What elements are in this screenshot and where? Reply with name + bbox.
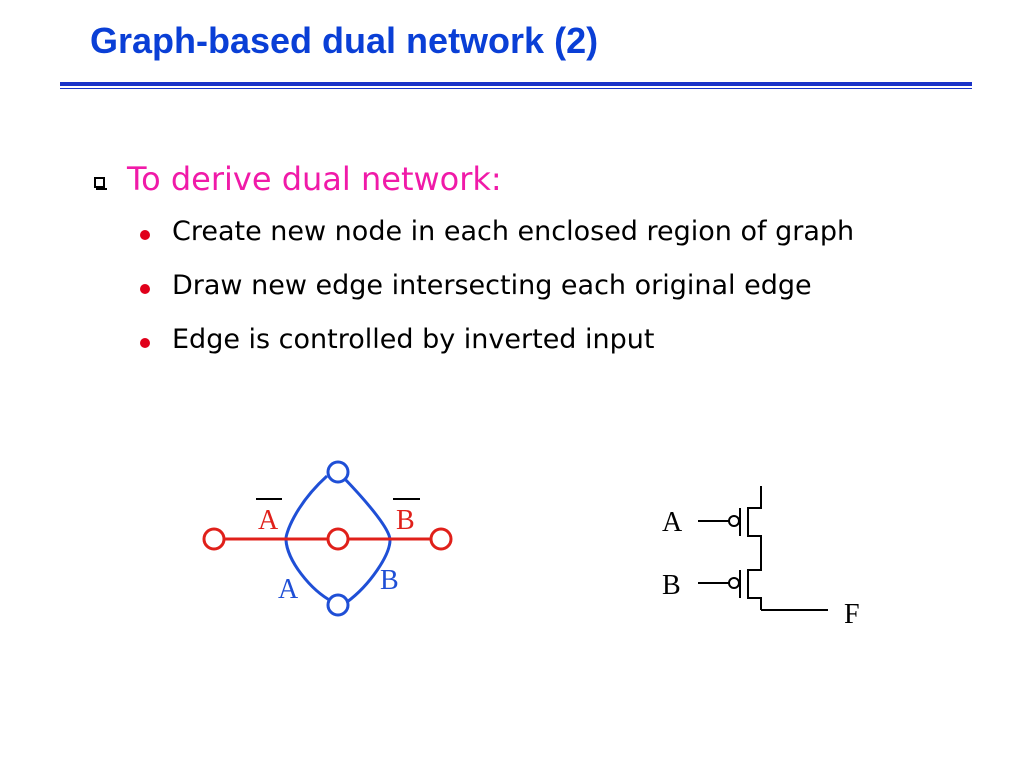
bubble-a-icon bbox=[728, 515, 740, 527]
label-b: B bbox=[380, 565, 399, 596]
sub-bullet-list: Create new node in each enclosed region … bbox=[140, 215, 920, 377]
bubble-b-icon bbox=[728, 577, 740, 589]
transistor-b-channel bbox=[747, 548, 762, 610]
bullet-dot-icon bbox=[140, 230, 150, 240]
main-bullet-text: To derive dual network: bbox=[127, 160, 502, 198]
label-a-bar: A bbox=[258, 505, 279, 536]
sub-bullet-text: Draw new edge intersecting each original… bbox=[172, 270, 812, 301]
label-b-bar: B bbox=[396, 505, 415, 536]
label-a: A bbox=[278, 574, 299, 605]
dual-node-center bbox=[326, 527, 350, 551]
sub-bullet-text: Create new node in each enclosed region … bbox=[172, 216, 855, 247]
circuit-label-a: A bbox=[662, 507, 683, 538]
graph-node-top bbox=[326, 460, 350, 484]
circuit-label-f: F bbox=[844, 599, 860, 630]
sub-bullet-text: Edge is controlled by inverted input bbox=[172, 324, 655, 355]
bullet-dot-icon bbox=[140, 338, 150, 348]
transistor-a-channel bbox=[747, 486, 762, 548]
dual-node-left bbox=[202, 527, 226, 551]
pmos-series-circuit: A B F bbox=[662, 486, 860, 630]
circuit-label-b: B bbox=[662, 570, 681, 601]
dual-graph-diagram: A B A B bbox=[202, 460, 453, 617]
box-bullet-icon bbox=[94, 176, 107, 190]
sub-bullet-item: Draw new edge intersecting each original… bbox=[140, 269, 920, 303]
title-rule-thin bbox=[60, 88, 972, 89]
main-bullet: To derive dual network: bbox=[94, 160, 502, 198]
slide-title: Graph-based dual network (2) bbox=[90, 20, 599, 61]
dual-node-right bbox=[429, 527, 453, 551]
title-rule-thick bbox=[60, 82, 972, 86]
bullet-dot-icon bbox=[140, 284, 150, 294]
sub-bullet-item: Create new node in each enclosed region … bbox=[140, 215, 920, 249]
sub-bullet-item: Edge is controlled by inverted input bbox=[140, 323, 920, 357]
graph-node-bottom bbox=[326, 593, 350, 617]
